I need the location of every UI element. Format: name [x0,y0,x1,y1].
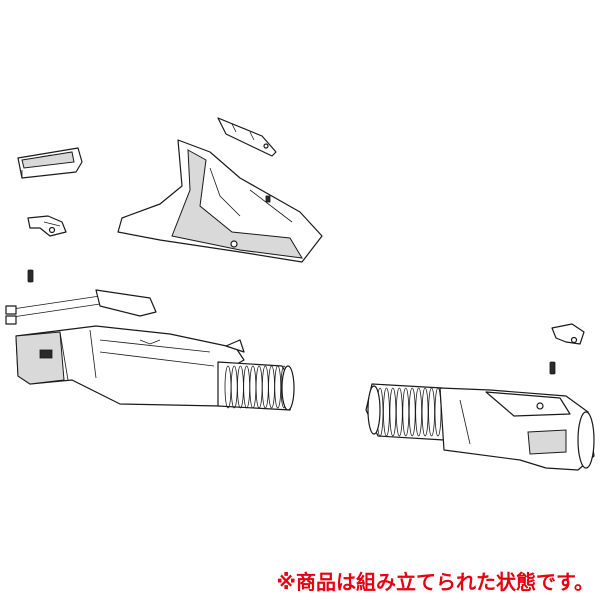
hose-rib [402,387,410,437]
hose-rib [428,387,435,437]
hose-rib [408,387,416,437]
assembled-state-note: ※商品は組み立てられた状態です。 [276,570,594,594]
clip-cover-part [17,147,83,179]
hose-rib [383,387,390,437]
latch-part-left [27,215,67,237]
hinge-strip-part [217,117,277,157]
handle-arm-part [117,139,323,263]
left-corrugated-hose [217,361,295,411]
left-nozzle-body [15,325,245,407]
hose-rib [395,387,403,437]
spring-part-left [27,269,34,283]
hose-rib [389,387,397,437]
wire-harness-part [5,289,157,325]
latch-part-right [551,323,585,345]
spring-part-right [549,361,556,375]
right-corrugated-hose [365,383,445,441]
hose-rib [421,387,429,437]
hose-rib [415,387,423,437]
right-nozzle-body [439,387,595,471]
